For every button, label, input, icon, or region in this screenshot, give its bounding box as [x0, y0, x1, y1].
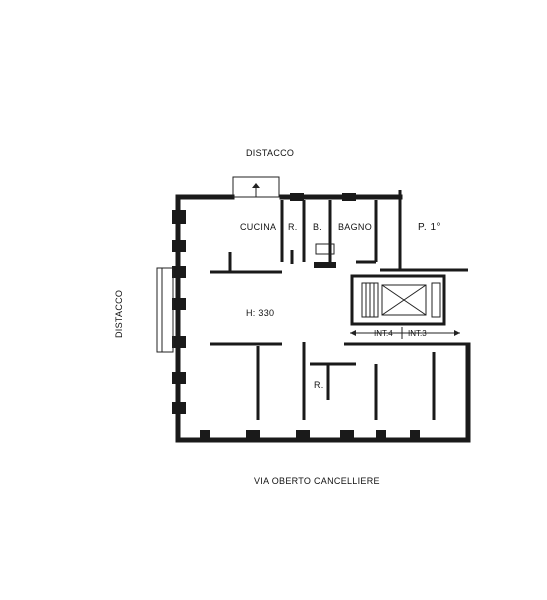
top-setback-label: DISTACCO — [246, 148, 294, 158]
bath-small-label: B. — [313, 222, 322, 232]
unit-division-line — [350, 327, 460, 339]
left-balcony — [156, 267, 174, 353]
left-setback-label: DISTACCO — [114, 290, 124, 338]
kitchen-label: CUCINA — [240, 222, 276, 232]
ceiling-height-label: H: 330 — [246, 308, 274, 318]
floor-label: P. 1° — [418, 222, 441, 233]
closet-top-label: R. — [288, 222, 298, 232]
top-wall-piers — [290, 193, 356, 201]
bottom-wall-piers — [200, 430, 420, 442]
unit-4-label: INT.4 — [374, 329, 393, 338]
bathroom-label: BAGNO — [338, 222, 372, 232]
closet-bottom-label: R. — [314, 380, 324, 390]
stair-block — [350, 274, 446, 326]
unit-3-label: INT.3 — [408, 329, 427, 338]
street-label: VIA OBERTO CANCELLIERE — [254, 476, 380, 486]
left-wall-piers — [172, 210, 186, 414]
interior-walls — [210, 200, 468, 420]
top-balcony — [232, 176, 280, 198]
